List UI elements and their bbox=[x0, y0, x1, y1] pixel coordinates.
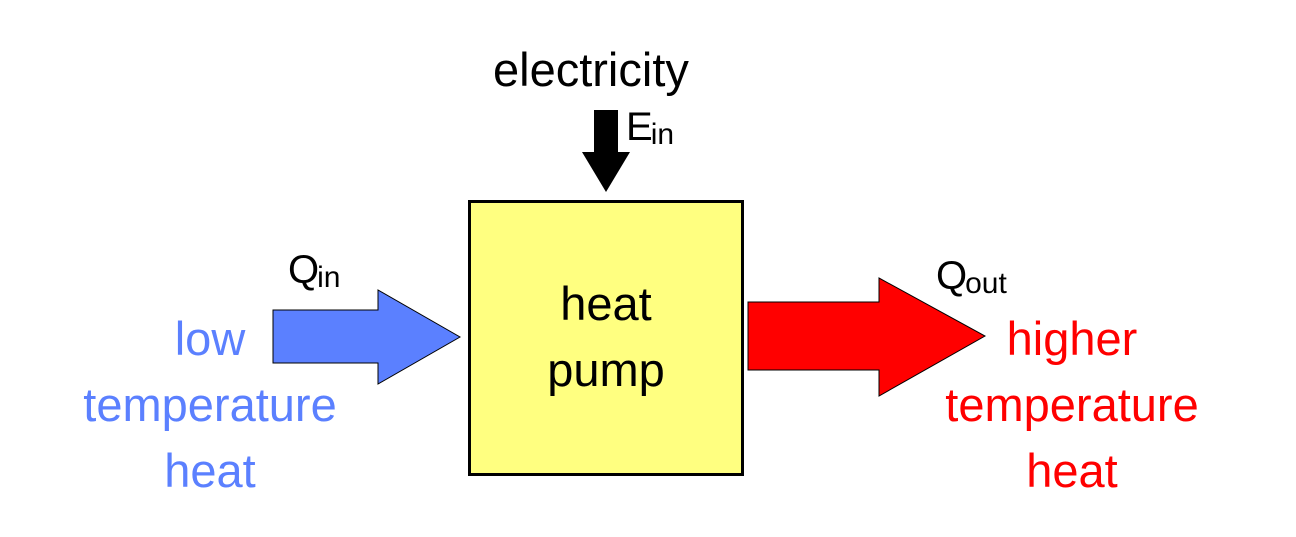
low-temp-line-3: heat bbox=[164, 444, 256, 497]
heat-pump-box bbox=[468, 200, 744, 476]
heat-out-subscript: out bbox=[965, 267, 1007, 300]
heat-in-symbol: Q bbox=[288, 248, 320, 292]
heat-in-subscript: in bbox=[317, 261, 341, 294]
heat-in-label: Qin bbox=[288, 248, 340, 293]
heat-out-symbol: Q bbox=[936, 254, 968, 298]
heat-pump-line-2: pump bbox=[547, 343, 665, 396]
low-temp-line-1: low bbox=[174, 312, 246, 365]
heat-out-label: Qout bbox=[936, 254, 1007, 299]
higher-temperature-heat-text: higher temperature heat bbox=[912, 306, 1232, 504]
energy-in-symbol: E bbox=[626, 105, 653, 149]
high-temp-line-2: temperature bbox=[945, 378, 1199, 431]
energy-in-subscript: in bbox=[650, 118, 675, 151]
heat-out-arrow bbox=[747, 277, 987, 397]
heat-pump-text: heat pump bbox=[471, 271, 741, 403]
heat-pump-line-1: heat bbox=[560, 277, 652, 330]
low-temperature-heat-text: low temperature heat bbox=[50, 306, 370, 504]
heat-in-arrow bbox=[272, 289, 462, 385]
energy-in-label: Ein bbox=[626, 105, 674, 150]
electricity-label: electricity bbox=[493, 43, 689, 96]
electricity-arrow bbox=[582, 110, 630, 192]
high-temp-line-1: higher bbox=[1006, 312, 1138, 365]
low-temp-line-2: temperature bbox=[83, 378, 337, 431]
high-temp-line-3: heat bbox=[1026, 444, 1118, 497]
